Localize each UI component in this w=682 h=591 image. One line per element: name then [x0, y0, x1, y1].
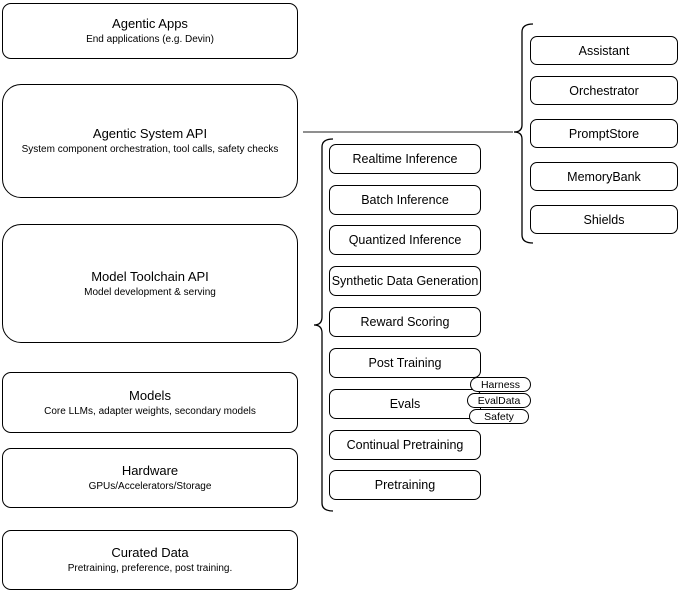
node-shields: Shields	[530, 205, 678, 234]
node-subtitle: End applications (e.g. Devin)	[86, 34, 214, 45]
node-batch-inference: Batch Inference	[329, 185, 481, 215]
node-pretraining: Pretraining	[329, 470, 481, 500]
tag-harness: Harness	[470, 377, 531, 392]
node-synthetic-data-generation: Synthetic Data Generation	[329, 266, 481, 296]
node-evals: Evals	[329, 389, 481, 419]
node-post-training: Post Training	[329, 348, 481, 378]
node-continual-pretraining: Continual Pretraining	[329, 430, 481, 460]
node-title: Agentic System API	[92, 126, 208, 141]
node-model-toolchain-api: Model Toolchain API Model development & …	[2, 224, 298, 343]
node-models: Models Core LLMs, adapter weights, secon…	[2, 372, 298, 433]
node-subtitle: Core LLMs, adapter weights, secondary mo…	[44, 405, 256, 417]
node-realtime-inference: Realtime Inference	[329, 144, 481, 174]
node-subtitle: Model development & serving	[84, 286, 216, 298]
node-reward-scoring: Reward Scoring	[329, 307, 481, 337]
node-subtitle: Pretraining, preference, post training.	[67, 563, 233, 574]
node-memorybank: MemoryBank	[530, 162, 678, 191]
node-agentic-system-api: Agentic System API System component orch…	[2, 84, 298, 198]
node-subtitle: System component orchestration, tool cal…	[21, 144, 279, 155]
node-orchestrator: Orchestrator	[530, 76, 678, 105]
node-quantized-inference: Quantized Inference	[329, 225, 481, 255]
node-hardware: Hardware GPUs/Accelerators/Storage	[2, 448, 298, 508]
node-subtitle: GPUs/Accelerators/Storage	[88, 481, 212, 492]
node-title: Models	[129, 387, 171, 403]
node-promptstore: PromptStore	[530, 119, 678, 148]
tag-safety: Safety	[469, 409, 529, 424]
tag-evaldata: EvalData	[467, 393, 531, 408]
node-title: Agentic Apps	[112, 16, 188, 31]
node-assistant: Assistant	[530, 36, 678, 65]
node-title: Hardware	[121, 463, 179, 478]
node-title: Model Toolchain API	[91, 268, 209, 284]
node-curated-data: Curated Data Pretraining, preference, po…	[2, 530, 298, 590]
node-title: Curated Data	[111, 545, 189, 560]
node-agentic-apps: Agentic Apps End applications (e.g. Devi…	[2, 3, 298, 59]
